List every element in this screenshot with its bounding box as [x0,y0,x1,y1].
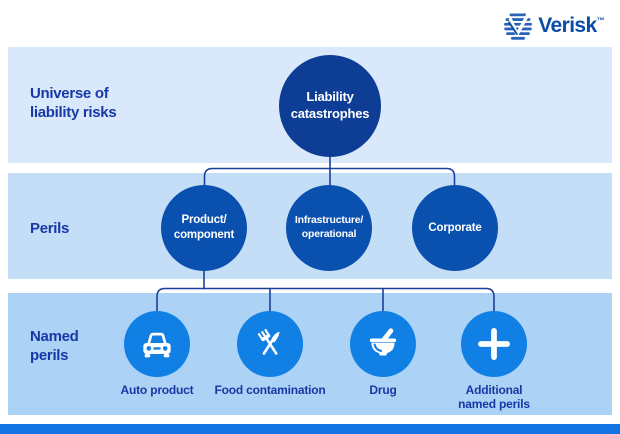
verisk-logo: Verisk™ [503,11,605,41]
brand-wordmark: Verisk™ [538,14,604,38]
node-food-contamination [237,311,303,377]
node-drug [350,311,416,377]
node-label: Infrastructure/ operational [294,214,364,240]
node-label: Liability catastrophes [290,89,370,121]
node-label: Product/ component [173,214,235,241]
node-liability-catastrophes: Liability catastrophes [279,55,381,157]
mortar-pestle-icon [369,328,397,356]
node-product-component: Product/ component [161,185,247,271]
caption-drug: Drug [369,383,397,397]
brand-name: Verisk [538,14,597,37]
row-label-perils: Perils [30,220,70,237]
caption-auto-product: Auto product [120,383,194,397]
verisk-striped-globe-check-icon [504,12,533,40]
node-infrastructure-operational: Infrastructure/ operational [286,185,372,271]
caption-additional-named-perils: Additional named perils [458,383,530,411]
node-additional-named-perils [461,311,527,377]
bottom-accent-bar [0,424,620,434]
plus-icon [478,328,510,360]
caption-food-contamination: Food contamination [214,383,326,397]
node-corporate: Corporate [412,185,498,271]
node-auto-product [124,311,190,377]
fork-knife-icon [257,328,280,355]
trademark-symbol: ™ [596,16,605,25]
row-label-universe-of-liability-risks: Universe of liability risks [30,85,117,122]
node-label: Corporate [428,221,482,234]
car-icon [143,332,171,358]
row-label-named-perils: Named perils [30,328,79,365]
